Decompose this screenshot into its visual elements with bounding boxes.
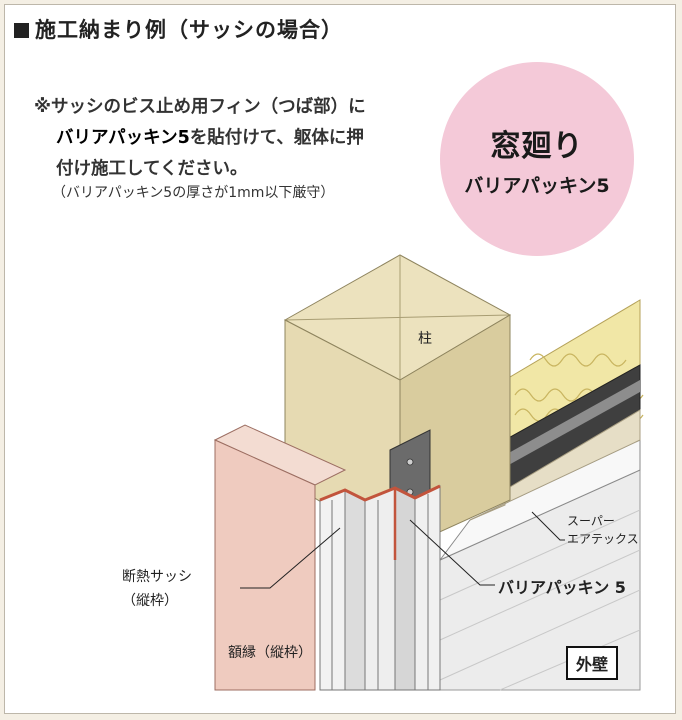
square-bullet-icon (14, 23, 29, 38)
pillar-top-lines (284, 255, 511, 380)
label-barrier-packing: バリアパッキン 5 (498, 578, 626, 597)
badge-title: 窓廻り (490, 128, 584, 164)
label-pillar: 柱 (418, 331, 432, 347)
plywood-strip (469, 409, 641, 521)
leader-lines (240, 511, 565, 589)
badge-subtitle: バリアパッキン5 (464, 174, 610, 197)
label-outer-wall: 外壁 (566, 646, 619, 680)
label-superair-1: スーパー (567, 514, 615, 528)
sash-profile (319, 485, 441, 691)
product-badge: 窓廻り バリアパッキン5 (440, 62, 634, 256)
note-line-2-rest: を貼付けて、躯体に押 (189, 128, 364, 148)
label-sash-2: （縦枠） (122, 593, 178, 609)
note-line-2: バリアパッキン5を貼付けて、躯体に押 (34, 123, 454, 154)
casing-front (214, 439, 316, 691)
label-casing: 額縁（縦枠） (228, 645, 312, 661)
stud-beam-highlight (505, 380, 640, 467)
instruction-note: ※サッシのビス止め用フィン（つば部）に バリアパッキン5を貼付けて、躯体に押 付… (34, 92, 454, 185)
label-superair-2: エアテックス (567, 532, 639, 546)
page-title: 施工納まり例（サッシの場合） (14, 14, 343, 44)
barrier-packing-strip (319, 484, 441, 502)
note-line-3: 付け施工してください。 (56, 159, 248, 179)
note-line-1: ※サッシのビス止め用フィン（つば部）に (34, 97, 366, 117)
label-sash-1: 断熱サッシ (122, 569, 192, 585)
thickness-note: （バリアパッキン5の厚さが1mm以下厳守） (52, 185, 335, 201)
note-product-name: バリアパッキン5 (56, 128, 190, 148)
